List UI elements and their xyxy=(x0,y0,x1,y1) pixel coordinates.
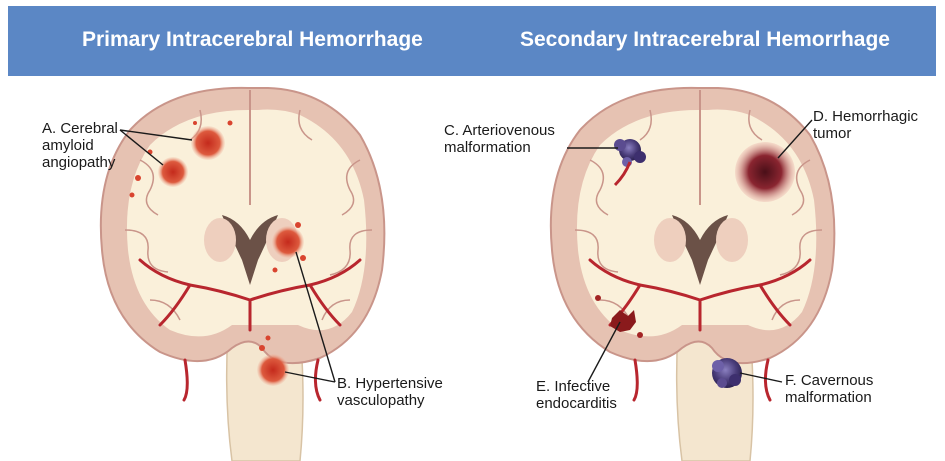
cavernous-malformation xyxy=(712,358,742,388)
amyloid-bleed-medium xyxy=(158,157,188,187)
hypertensive-bleed-pons xyxy=(257,354,289,386)
hypertensive-bleed-basal xyxy=(272,226,304,258)
hemorrhagic-tumor xyxy=(735,142,795,202)
left-thalamus-l xyxy=(204,218,236,262)
amyloid-bleed-large xyxy=(191,126,225,160)
